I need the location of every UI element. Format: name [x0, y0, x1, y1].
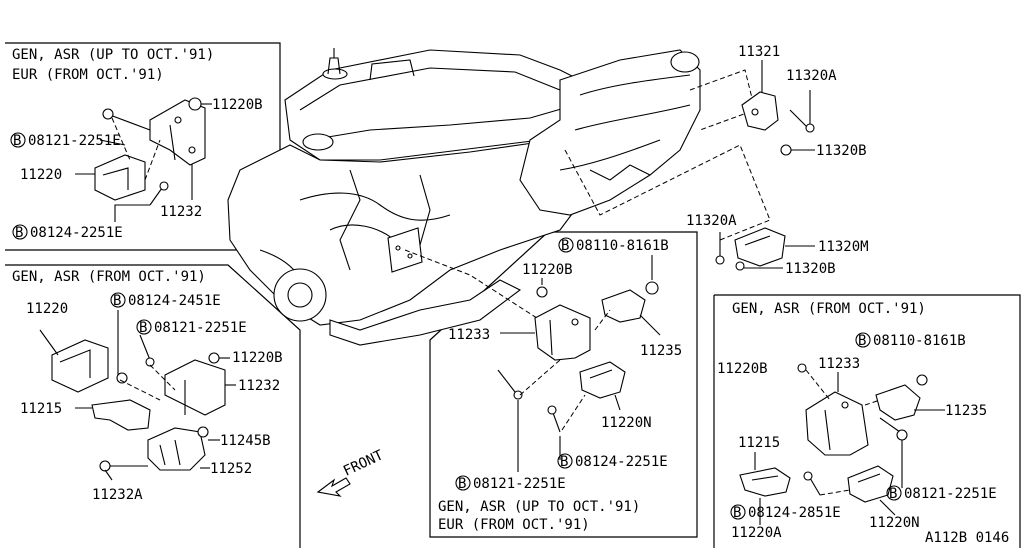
center-box-title-2: EUR (FROM OCT.'91)	[438, 517, 590, 533]
part-11320B-tr-top: 11320B	[816, 143, 867, 159]
engine-assembly-drawing	[227, 48, 701, 346]
rear-mount-assembly	[564, 60, 815, 271]
part-11320M-tr: 11320M	[818, 239, 869, 255]
part-08121-tl: 08121-2251E	[28, 133, 121, 149]
mid-left-mount-assembly	[39, 310, 236, 481]
bolt-marker-letter: B	[561, 238, 569, 254]
bolt-marker-icon	[855, 332, 871, 348]
part-11320B-tr-mid: 11320B	[785, 261, 836, 277]
bolt-marker-letter: B	[560, 454, 568, 470]
part-11233-r: 11233	[818, 356, 860, 372]
center-box-title-1: GEN, ASR (UP TO OCT.'91)	[438, 499, 640, 515]
part-08121-r: 08121-2251E	[904, 486, 997, 502]
part-11245B-ml: 11245B	[220, 433, 271, 449]
part-11220N-c: 11220N	[601, 415, 652, 431]
part-11220B-tl: 11220B	[212, 97, 263, 113]
part-11233-c: 11233	[448, 327, 490, 343]
part-11320A-tr-top: 11320A	[786, 68, 837, 84]
top-left-box-title-2: EUR (FROM OCT.'91)	[12, 67, 164, 83]
part-11220B-r: 11220B	[717, 361, 768, 377]
part-11220N-r: 11220N	[869, 515, 920, 531]
mid-left-inset-box	[5, 264, 301, 548]
part-11220-tl: 11220	[20, 167, 62, 183]
bolt-marker-letter: B	[113, 293, 121, 309]
bolt-marker-icon	[886, 485, 902, 501]
right-box-title: GEN, ASR (FROM OCT.'91)	[732, 301, 926, 317]
part-11235-r: 11235	[945, 403, 987, 419]
part-11220B-ml: 11220B	[232, 350, 283, 366]
part-11232-tl: 11232	[160, 204, 202, 220]
bolt-marker-icon	[455, 475, 471, 491]
part-08121-ml: 08121-2251E	[154, 320, 247, 336]
part-11215-r: 11215	[738, 435, 780, 451]
part-11252-ml: 11252	[210, 461, 252, 477]
top-left-box-title-1: GEN, ASR (UP TO OCT.'91)	[12, 47, 214, 63]
part-11320A-tr-mid: 11320A	[686, 213, 737, 229]
center-mount-assembly	[404, 249, 661, 472]
bolt-marker-letter: B	[139, 320, 147, 336]
part-11215-ml: 11215	[20, 401, 62, 417]
center-inset-box	[429, 231, 698, 538]
part-08124-ml: 08124-2451E	[128, 293, 221, 309]
front-direction-label: FRONT	[341, 447, 386, 480]
part-08121-c: 08121-2251E	[473, 476, 566, 492]
bolt-marker-icon	[10, 132, 26, 148]
top-left-mount-assembly	[75, 97, 212, 222]
part-08110-c: 08110-8161B	[576, 238, 669, 254]
mid-left-box-title: GEN, ASR (FROM OCT.'91)	[12, 269, 206, 285]
part-11220-ml: 11220	[26, 301, 68, 317]
part-08124-r: 08124-2851E	[748, 505, 841, 521]
bolt-marker-letter: B	[733, 505, 741, 521]
bolt-marker-letter: B	[858, 333, 866, 349]
bolt-marker-letter: B	[458, 476, 466, 492]
part-11235-c: 11235	[640, 343, 682, 359]
part-08124-c: 08124-2251E	[575, 454, 668, 470]
bolt-marker-letter: B	[13, 133, 21, 149]
part-11232A-ml: 11232A	[92, 487, 143, 503]
part-08110-r: 08110-8161B	[873, 333, 966, 349]
part-11321-tr: 11321	[738, 44, 780, 60]
part-11220B-c: 11220B	[522, 262, 573, 278]
bolt-marker-letter: B	[15, 225, 23, 241]
bolt-marker-icon	[12, 224, 28, 240]
bolt-marker-letter: B	[889, 486, 897, 502]
right-mount-assembly	[739, 363, 945, 525]
bolt-marker-icon	[557, 453, 573, 469]
figure-code: A112B 0146	[925, 530, 1009, 546]
part-11232-ml: 11232	[238, 378, 280, 394]
bolt-marker-icon	[730, 504, 746, 520]
bolt-marker-icon	[110, 292, 126, 308]
bolt-marker-icon	[136, 319, 152, 335]
bolt-marker-icon	[558, 237, 574, 253]
part-11220A-r: 11220A	[731, 525, 782, 541]
front-arrow-icon	[316, 477, 351, 497]
part-08124-tl: 08124-2251E	[30, 225, 123, 241]
right-inset-box	[713, 294, 1021, 548]
